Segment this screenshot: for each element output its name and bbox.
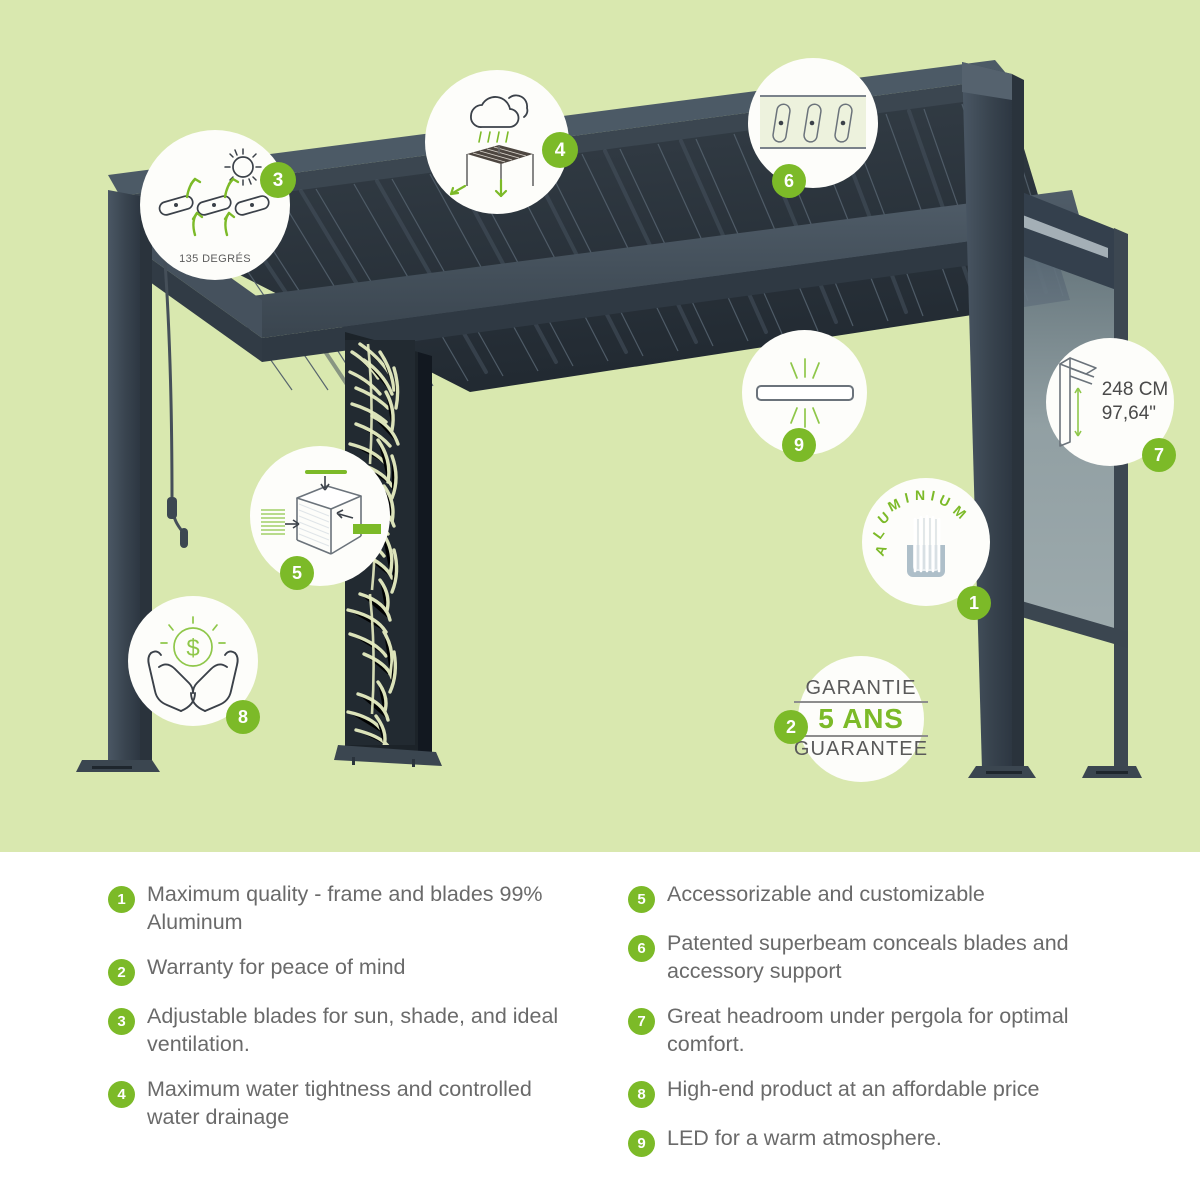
- accessory-mounting-icon: [261, 470, 381, 555]
- legend-text: High-end product at an affordable price: [667, 1076, 1040, 1101]
- callout-3-caption: 135 DEGRÉS: [179, 253, 251, 265]
- legend-text: Patented superbeam conceals blades and a…: [667, 931, 1069, 984]
- callout-3[interactable]: 135 DEGRÉS 3: [140, 130, 300, 290]
- alu-letter-i: I: [903, 489, 910, 505]
- superbeam-blades-icon: [760, 95, 866, 149]
- legend-number: 6: [628, 935, 655, 962]
- callout-1-bubble: A L U M I N I U M: [862, 478, 990, 606]
- legend-item[interactable]: 8 High-end product at an affordable pric…: [628, 1073, 1108, 1122]
- legend-text: Maximum quality - frame and blades 99% A…: [147, 882, 543, 935]
- legend-number: 9: [628, 1129, 655, 1157]
- legend-item[interactable]: 6 Patented superbeam conceals blades and…: [628, 927, 1108, 1000]
- headroom-inch: 97,64": [1101, 403, 1157, 424]
- led-light-bar-icon: [755, 357, 854, 428]
- hero-illustration: 135 DEGRÉS 3: [0, 0, 1200, 852]
- legend-column-right: 5 Accessorizable and customizable 6 Pate…: [628, 878, 1108, 1171]
- legend-item[interactable]: 4 Maximum water tightness and controlled…: [108, 1073, 578, 1146]
- callout-5[interactable]: 5: [250, 446, 410, 596]
- callout-5-bubble: [250, 446, 390, 586]
- legend-number: 5: [628, 886, 655, 913]
- legend-text: Maximum water tightness and controlled w…: [147, 1076, 532, 1129]
- callout-7[interactable]: 248 CM 97,64" 7: [1046, 338, 1196, 488]
- warranty-line-top: GARANTIE: [805, 676, 917, 699]
- callout-4[interactable]: 4: [425, 70, 585, 230]
- callout-6[interactable]: 6: [748, 58, 908, 218]
- aluminium-profile-icon: A L U M I N I U M: [869, 487, 969, 577]
- callout-2-number: 2: [774, 710, 808, 744]
- legend-text: LED for a warm atmosphere.: [667, 1125, 942, 1150]
- callout-3-number: 3: [260, 162, 296, 198]
- warranty-badge-icon: GARANTIE 5 ANS GUARANTEE: [793, 676, 929, 761]
- callout-1-number: 1: [957, 586, 991, 620]
- alu-letter-i2: I: [929, 487, 936, 503]
- dollar-glyph: $: [186, 635, 199, 662]
- callout-8-number: 8: [226, 700, 260, 734]
- legend-column-left: 1 Maximum quality - frame and blades 99%…: [108, 878, 578, 1145]
- callout-8[interactable]: $ 8: [128, 596, 278, 746]
- callout-1[interactable]: A L U M I N I U M: [862, 478, 1007, 628]
- legend-text: Accessorizable and customizable: [667, 882, 985, 906]
- legend-number: 8: [628, 1080, 655, 1108]
- alu-letter-u2: U: [937, 491, 953, 510]
- callout-2[interactable]: GARANTIE 5 ANS GUARANTEE 2: [768, 656, 938, 786]
- legend-number: 2: [108, 958, 135, 986]
- adjustable-blades-sun-icon: [158, 148, 270, 237]
- callout-5-number: 5: [280, 556, 314, 590]
- alu-letter-n: N: [915, 487, 925, 503]
- alu-letter-l: L: [869, 525, 887, 542]
- warranty-years: 5 ANS: [793, 700, 929, 738]
- callout-9[interactable]: 9: [742, 330, 892, 480]
- legend-panel: 1 Maximum quality - frame and blades 99%…: [0, 852, 1200, 1200]
- right-rear-post: [962, 62, 1036, 778]
- callout-9-number: 9: [782, 428, 816, 462]
- hands-holding-coin-icon: $: [147, 616, 239, 712]
- legend-number: 4: [108, 1080, 135, 1108]
- rain-cloud-drainage-icon: [449, 94, 534, 198]
- legend-text: Adjustable blades for sun, shade, and id…: [147, 1003, 559, 1057]
- callout-6-number: 6: [772, 164, 806, 198]
- legend-item[interactable]: 3 Adjustable blades for sun, shade, and …: [108, 1000, 578, 1073]
- callout-6-bubble: [748, 58, 878, 188]
- alu-letter-m2: M: [950, 502, 969, 522]
- alu-letter-a: A: [871, 542, 890, 558]
- legend-item[interactable]: 7 Great headroom under pergola for optim…: [628, 1000, 1108, 1073]
- warranty-line-bottom: GUARANTEE: [793, 738, 929, 761]
- headroom-height-icon: [1058, 357, 1097, 447]
- alu-letter-m: M: [885, 495, 903, 515]
- callout-2-bubble: GARANTIE 5 ANS GUARANTEE: [793, 656, 929, 782]
- callout-7-number: 7: [1142, 438, 1176, 472]
- callout-3-bubble: 135 DEGRÉS: [140, 130, 290, 280]
- headroom-cm: 248 CM: [1101, 379, 1169, 401]
- legend-item[interactable]: 1 Maximum quality - frame and blades 99%…: [108, 878, 578, 951]
- legend-number: 1: [108, 886, 135, 913]
- legend-number: 3: [108, 1007, 135, 1035]
- legend-item[interactable]: 9 LED for a warm atmosphere.: [628, 1122, 1108, 1171]
- legend-text: Great headroom under pergola for optimal…: [667, 1003, 1069, 1057]
- legend-item[interactable]: 2 Warranty for peace of mind: [108, 951, 578, 1000]
- legend-text: Warranty for peace of mind: [147, 954, 406, 979]
- legend-item[interactable]: 5 Accessorizable and customizable: [628, 878, 1108, 927]
- legend-number: 7: [628, 1007, 655, 1035]
- callout-4-number: 4: [542, 132, 578, 168]
